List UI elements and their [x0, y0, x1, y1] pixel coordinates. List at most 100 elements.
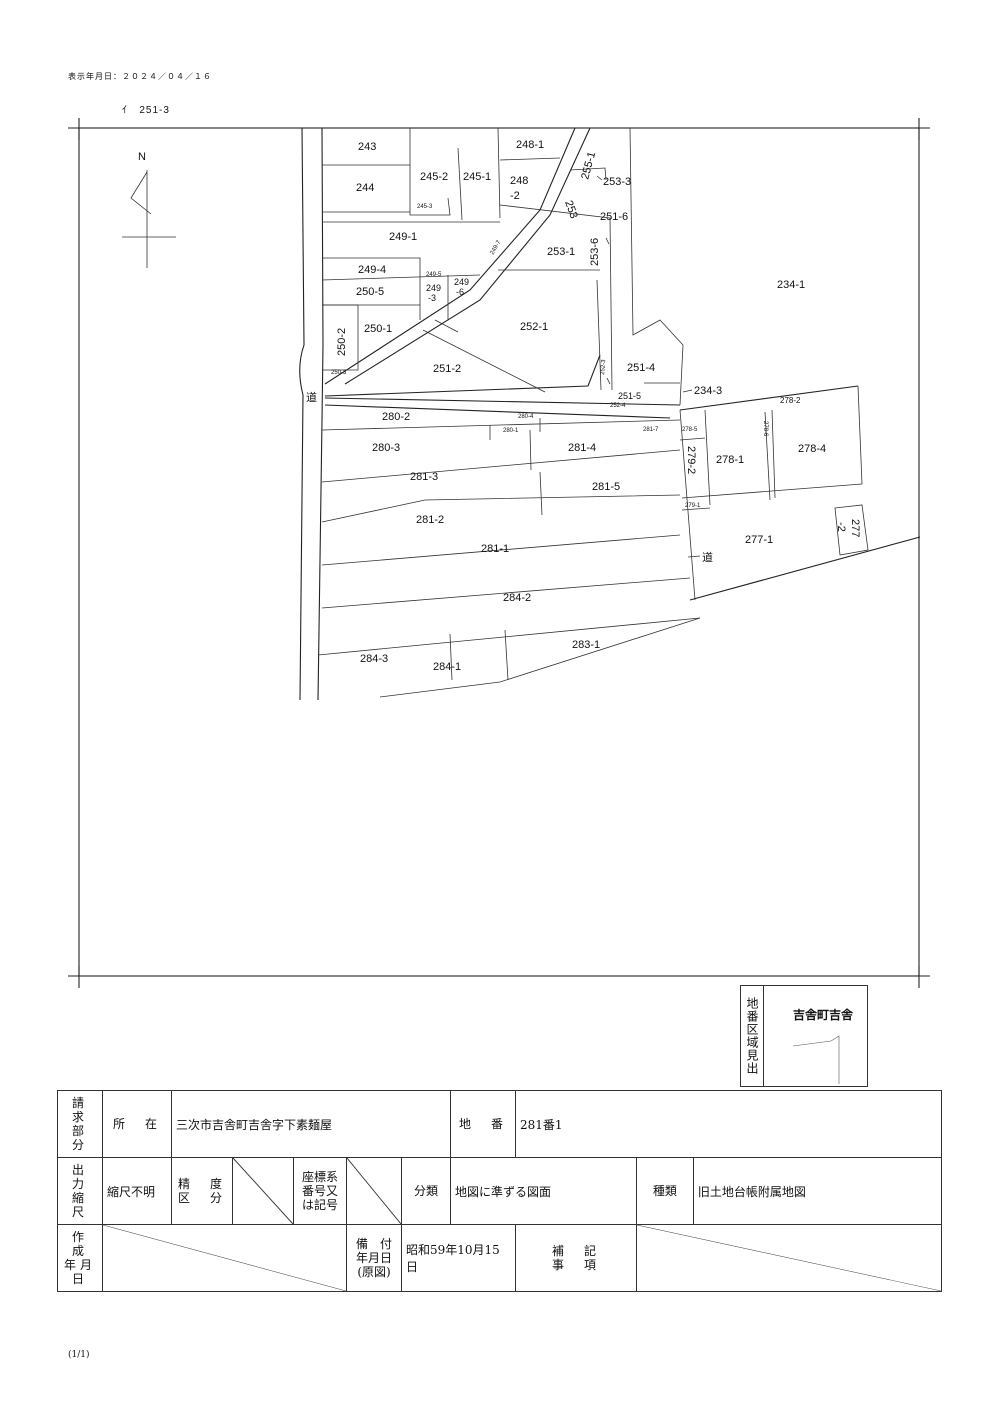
created-date-value-empty — [102, 1224, 347, 1292]
category-label: 分類 — [401, 1157, 451, 1225]
parcel-label: 281-7 — [643, 427, 659, 433]
parcel-label: 251-2 — [433, 363, 461, 375]
parcel-label: 281-5 — [592, 481, 620, 493]
parcel-label: -3 — [428, 293, 436, 303]
parcel-label: 278-2 — [780, 396, 801, 405]
parcel-label: 253-1 — [547, 246, 575, 258]
parcel-label: 249-5 — [426, 272, 442, 278]
parcel-label: 277-1 — [745, 534, 773, 546]
corner-marks — [68, 118, 930, 988]
created-date-label: 作 成年月日 — [57, 1224, 103, 1292]
parcel-label: 255-1 — [579, 150, 598, 180]
parcel-label: 251-6 — [600, 211, 628, 223]
parcel-label: 248-1 — [516, 139, 544, 151]
parcel-label: 280-1 — [503, 428, 519, 434]
parcel-label: 234-3 — [694, 385, 722, 397]
location-value: 三次市吉舎町吉舎字下素麺屋 — [171, 1090, 451, 1158]
parcel-label: 245-3 — [417, 204, 433, 210]
ref-number-value: 251-3 — [139, 105, 170, 116]
parcel-label: 278-5 — [682, 427, 698, 433]
scale-value: 縮尺不明 — [102, 1157, 172, 1225]
parcel-label: -2 — [510, 190, 520, 202]
display-date: 表示年月日：２０２４／０４／１６ — [68, 72, 212, 81]
map-frame — [78, 127, 920, 977]
parcel-label: 281-1 — [481, 543, 509, 555]
parcel-label: 234-1 — [777, 279, 805, 291]
region-index-title: 地番区域見出 — [741, 986, 764, 1086]
parcel-label: 253-3 — [603, 176, 631, 188]
parcel-label: 281-4 — [568, 442, 596, 454]
parcel-label: 243 — [358, 141, 376, 153]
parcel-boundaries — [317, 127, 869, 698]
parcel-label: 244 — [356, 182, 374, 194]
parcel-label: 281-3 — [410, 471, 438, 483]
accuracy-value-empty — [232, 1157, 294, 1225]
parcel-label: 250-2 — [336, 328, 348, 356]
lot-region-index-box: 地番区域見出 吉舎町吉舎 — [740, 985, 868, 1087]
parcel-label: 249-7 — [490, 239, 503, 256]
parcel-label: 251-4 — [627, 362, 655, 374]
page-indicator: (1/1) — [68, 1350, 90, 1360]
road-label-east: 道 — [702, 550, 713, 564]
coord-system-value-empty — [346, 1157, 402, 1225]
parcel-label: 250-5 — [356, 286, 384, 298]
coord-system-label: 座標系番号又は記号 — [293, 1157, 347, 1225]
lot-value: 281番1 — [515, 1090, 942, 1158]
certificate-info-table: 請 求部 分 所 在 三次市吉舎町吉舎字下素麺屋 地 番 281番1 出 力縮 … — [57, 1090, 943, 1292]
parcel-label: -2 — [835, 522, 847, 532]
requester-label: 請 求部 分 — [57, 1090, 103, 1158]
parcel-label: 280-2 — [382, 411, 410, 423]
parcel-label: 251-5 — [618, 391, 641, 401]
parcel-label: 284-2 — [503, 592, 531, 604]
parcel-label: 249-4 — [358, 264, 386, 276]
north-arrow-icon — [122, 170, 176, 268]
roads — [299, 127, 921, 701]
registered-date-label: 備 付年月日(原図) — [346, 1224, 402, 1292]
north-label: N — [138, 151, 146, 163]
parcel-labels: 243 244 245-2 245-1 245-3 248-1 248 -2 2… — [331, 139, 861, 673]
category-value: 地図に準ずる図面 — [450, 1157, 637, 1225]
parcel-label: 253-6 — [589, 238, 601, 266]
parcel-label: 281-2 — [416, 514, 444, 526]
parcel-label: 249 — [426, 283, 441, 293]
parcel-label: 248 — [510, 175, 528, 187]
location-label: 所 在 — [102, 1090, 172, 1158]
reference-number: ｲ 251-3 — [122, 101, 170, 116]
notes-label: 補 記事 項 — [515, 1224, 637, 1292]
parcel-label: 279-2 — [685, 446, 697, 474]
arrow-icons — [596, 175, 701, 558]
parcel-label: 284-1 — [433, 661, 461, 673]
parcel-label: 280-3 — [372, 442, 400, 454]
parcel-label: 278-6 — [762, 421, 768, 437]
parcel-label: 252-3 — [600, 359, 607, 375]
parcel-label: 249-1 — [389, 231, 417, 243]
notes-value-empty — [635, 1224, 943, 1292]
parcel-label: 252-1 — [520, 321, 548, 333]
parcel-label: 250-3 — [331, 370, 347, 376]
accuracy-label: 精 度区 分 — [171, 1157, 233, 1225]
type-value: 旧土地台帳附属地図 — [692, 1157, 943, 1225]
parcel-label: 245-1 — [463, 171, 491, 183]
parcel-label: 252-4 — [610, 403, 626, 409]
parcel-label: 279-1 — [685, 503, 701, 509]
parcel-label: 249 — [454, 277, 469, 287]
region-outline — [792, 1035, 840, 1084]
lot-label: 地 番 — [450, 1090, 516, 1158]
type-label: 種類 — [635, 1157, 694, 1225]
parcel-label: 278-1 — [716, 454, 744, 466]
road-label-west: 道 — [306, 390, 317, 404]
registered-date-value: 昭和59年10月15日 — [401, 1224, 516, 1292]
parcel-label: 284-3 — [360, 653, 388, 665]
parcel-label: 277 — [849, 519, 861, 537]
region-name: 吉舎町吉舎 — [793, 1008, 854, 1022]
ref-marker: ｲ — [122, 105, 128, 116]
parcel-label: 245-2 — [420, 171, 448, 183]
parcel-label: 278-4 — [798, 443, 826, 455]
parcel-label: 250-1 — [364, 323, 392, 335]
parcel-label: 283-1 — [572, 639, 600, 651]
parcel-label: 253 — [562, 199, 580, 220]
parcel-label: -6 — [456, 287, 464, 297]
parcel-label: 280-4 — [518, 414, 534, 420]
scale-label: 出 力縮 尺 — [57, 1157, 103, 1225]
